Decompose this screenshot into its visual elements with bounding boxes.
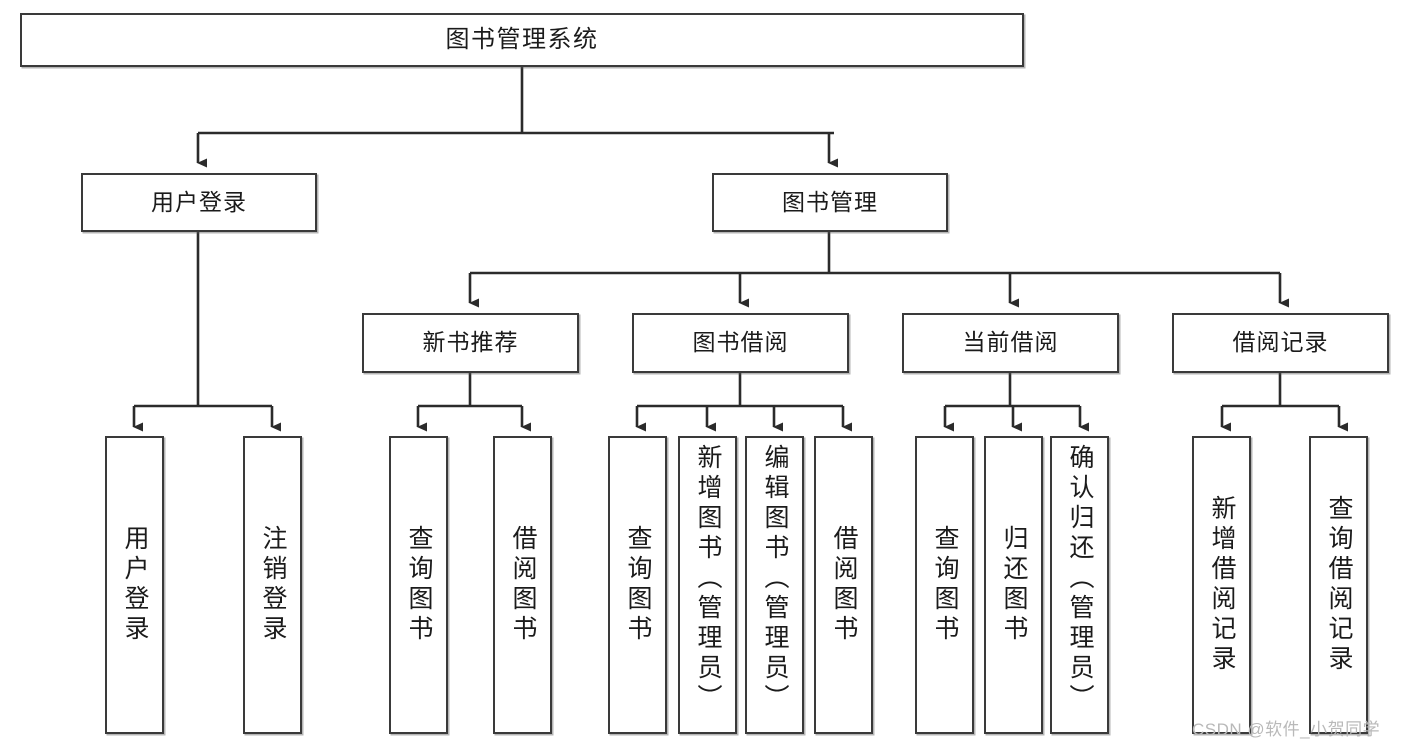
node-label: 用户登录 [121, 525, 149, 645]
csdn-watermark: CSDN @软件_小贺同学 [1192, 720, 1381, 739]
node-label: 借阅图书 [830, 525, 858, 645]
leaf-borrow-book-1[interactable]: 借阅图书 [493, 436, 552, 734]
node-label: 查询借阅记录 [1325, 495, 1353, 675]
leaf-query-book-3[interactable]: 查询图书 [915, 436, 974, 734]
node-label: 新书推荐 [422, 329, 519, 356]
node-label: 当前借阅 [962, 329, 1059, 356]
node-label: 查询图书 [931, 525, 959, 645]
leaf-edit-book[interactable]: 编辑图书（管理员） [745, 436, 804, 734]
node-current-borrow[interactable]: 当前借阅 [902, 313, 1119, 373]
leaf-query-book-2[interactable]: 查询图书 [608, 436, 667, 734]
node-label: 查询图书 [405, 525, 433, 645]
leaf-user-login[interactable]: 用户登录 [105, 436, 164, 734]
node-label: 图书管理 [782, 188, 878, 215]
node-label: 图书借阅 [692, 329, 789, 356]
node-label: 新增借阅记录 [1208, 495, 1236, 675]
node-label: 借阅图书 [509, 525, 537, 645]
node-book-borrow[interactable]: 图书借阅 [632, 313, 849, 373]
leaf-add-book[interactable]: 新增图书（管理员） [678, 436, 737, 734]
node-label: 新增图书（管理员） [694, 444, 722, 714]
leaf-query-record[interactable]: 查询借阅记录 [1309, 436, 1368, 734]
node-borrow-record[interactable]: 借阅记录 [1172, 313, 1389, 373]
node-new-book-recommend[interactable]: 新书推荐 [362, 313, 579, 373]
leaf-logout[interactable]: 注销登录 [243, 436, 302, 734]
node-label: 确认归还（管理员） [1066, 444, 1094, 714]
node-label: 归还图书 [1000, 525, 1028, 645]
node-label: 注销登录 [259, 525, 287, 645]
leaf-borrow-book-2[interactable]: 借阅图书 [814, 436, 873, 734]
node-label: 图书管理系统 [445, 25, 599, 53]
node-label: 用户登录 [151, 188, 247, 215]
node-label: 编辑图书（管理员） [761, 444, 789, 714]
node-user-login[interactable]: 用户登录 [81, 173, 317, 232]
leaf-confirm-return[interactable]: 确认归还（管理员） [1050, 436, 1109, 734]
node-book-management[interactable]: 图书管理 [712, 173, 948, 232]
leaf-return-book[interactable]: 归还图书 [984, 436, 1043, 734]
node-root-book-management-system[interactable]: 图书管理系统 [20, 13, 1024, 67]
leaf-add-record[interactable]: 新增借阅记录 [1192, 436, 1251, 734]
node-label: 借阅记录 [1232, 329, 1329, 356]
leaf-query-book-1[interactable]: 查询图书 [389, 436, 448, 734]
node-label: 查询图书 [624, 525, 652, 645]
